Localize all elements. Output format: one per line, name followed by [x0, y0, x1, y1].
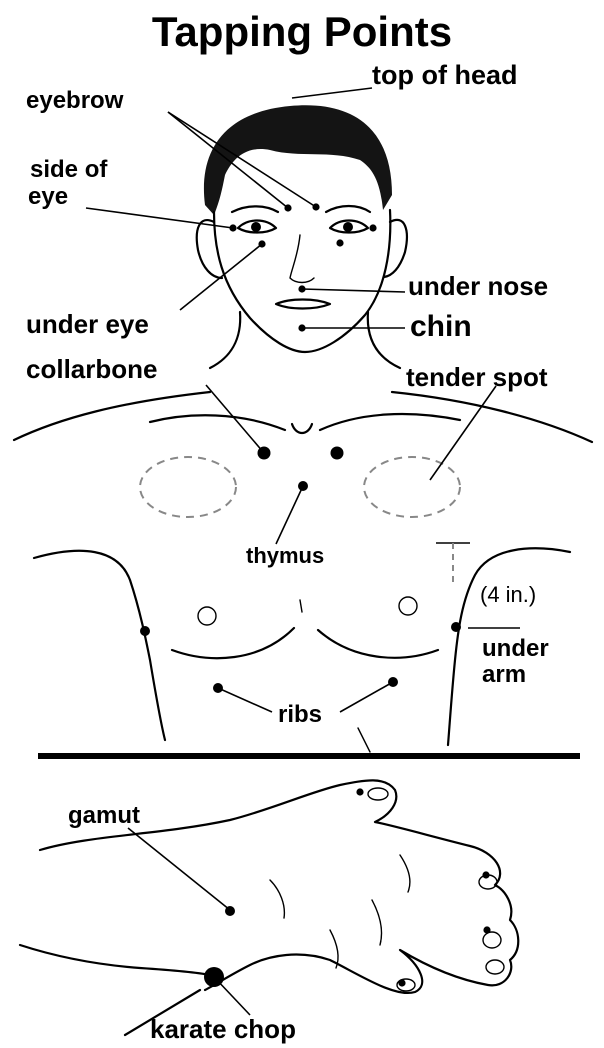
- finger-point-2: [482, 871, 489, 878]
- finger-point-3: [483, 926, 490, 933]
- hair: [204, 105, 392, 215]
- abdomen-line: [358, 728, 370, 752]
- ribs-point-right: [388, 677, 398, 687]
- label-top-of-head: top of head: [372, 60, 517, 90]
- label-thymus: thymus: [246, 543, 324, 568]
- leader-thymus: [276, 486, 303, 544]
- leader-gamut: [128, 828, 230, 910]
- leader-under-eye: [180, 244, 262, 310]
- label-under-arm-line2: arm: [482, 661, 526, 688]
- label-karate-chop: karate chop: [150, 1014, 296, 1044]
- ribs-point-left: [213, 683, 223, 693]
- left-nipple: [198, 607, 216, 625]
- left-eyebrow: [232, 206, 278, 212]
- karate-chop-point: [204, 967, 224, 987]
- label-tender-spot: tender spot: [406, 362, 548, 392]
- neck-right: [368, 312, 400, 368]
- leader-under-nose: [302, 289, 405, 292]
- right-iris: [343, 222, 353, 232]
- left-iris: [251, 222, 261, 232]
- label-under-arm-line1: under: [482, 635, 549, 662]
- leader-top-of-head: [292, 88, 372, 98]
- torso-drawing: [14, 392, 592, 752]
- left-pectoral-line: [172, 628, 294, 658]
- label-under-nose: under nose: [408, 271, 548, 301]
- finger-point-1: [356, 788, 363, 795]
- eyebrow-point-right: [312, 203, 319, 210]
- under-eye-point-right: [336, 239, 343, 246]
- diagram-title: Tapping Points: [152, 8, 452, 55]
- under-arm-point-left: [140, 626, 150, 636]
- label-four-inches: (4 in.): [480, 582, 536, 607]
- right-eyebrow: [326, 206, 370, 212]
- wrist-line: [20, 945, 210, 975]
- label-eyebrow: eyebrow: [26, 87, 124, 114]
- sternal-notch: [292, 424, 312, 433]
- left-collarbone-line: [150, 415, 285, 430]
- right-tender-spot-area: [364, 457, 460, 517]
- leader-tender-spot: [430, 386, 496, 480]
- nose: [290, 235, 314, 283]
- leader-collarbone: [206, 385, 264, 453]
- label-chin: chin: [410, 310, 472, 343]
- under-nose-point: [298, 285, 305, 292]
- knuckle-1: [400, 855, 410, 892]
- label-collarbone: collarbone: [26, 354, 157, 384]
- neck-left: [210, 312, 240, 368]
- left-arm-outline: [34, 551, 165, 740]
- right-pectoral-line: [318, 630, 438, 658]
- left-tender-spot-area: [140, 457, 236, 517]
- label-ribs: ribs: [278, 701, 322, 728]
- side-of-eye-point: [229, 224, 236, 231]
- knuckle-2: [372, 900, 382, 945]
- thymus-point: [298, 481, 308, 491]
- side-of-eye-point-right: [369, 224, 376, 231]
- label-side-of-eye-line1: side of: [30, 156, 108, 183]
- collarbone-point-right: [331, 447, 344, 460]
- right-nipple: [399, 597, 417, 615]
- under-arm-point-right: [451, 622, 461, 632]
- nail-4: [486, 960, 504, 974]
- leader-ribs-right: [340, 682, 393, 712]
- finger-point-4: [398, 979, 405, 986]
- chin-point: [298, 324, 305, 331]
- label-gamut: gamut: [68, 802, 140, 829]
- label-under-eye: under eye: [26, 309, 149, 339]
- under-eye-point: [258, 240, 265, 247]
- sternum-line: [300, 600, 302, 612]
- collarbone-point-left: [258, 447, 271, 460]
- label-side-of-eye-line2: eye: [28, 183, 68, 210]
- leader-ribs-left: [218, 688, 272, 712]
- right-collarbone-line: [320, 414, 460, 430]
- knuckle-4: [270, 880, 284, 918]
- gamut-point: [225, 906, 235, 916]
- nail-1: [368, 788, 388, 800]
- eyebrow-point: [284, 204, 291, 211]
- mouth: [276, 300, 330, 309]
- right-ear: [384, 220, 407, 277]
- nail-3: [483, 932, 501, 948]
- right-shoulder: [392, 392, 592, 442]
